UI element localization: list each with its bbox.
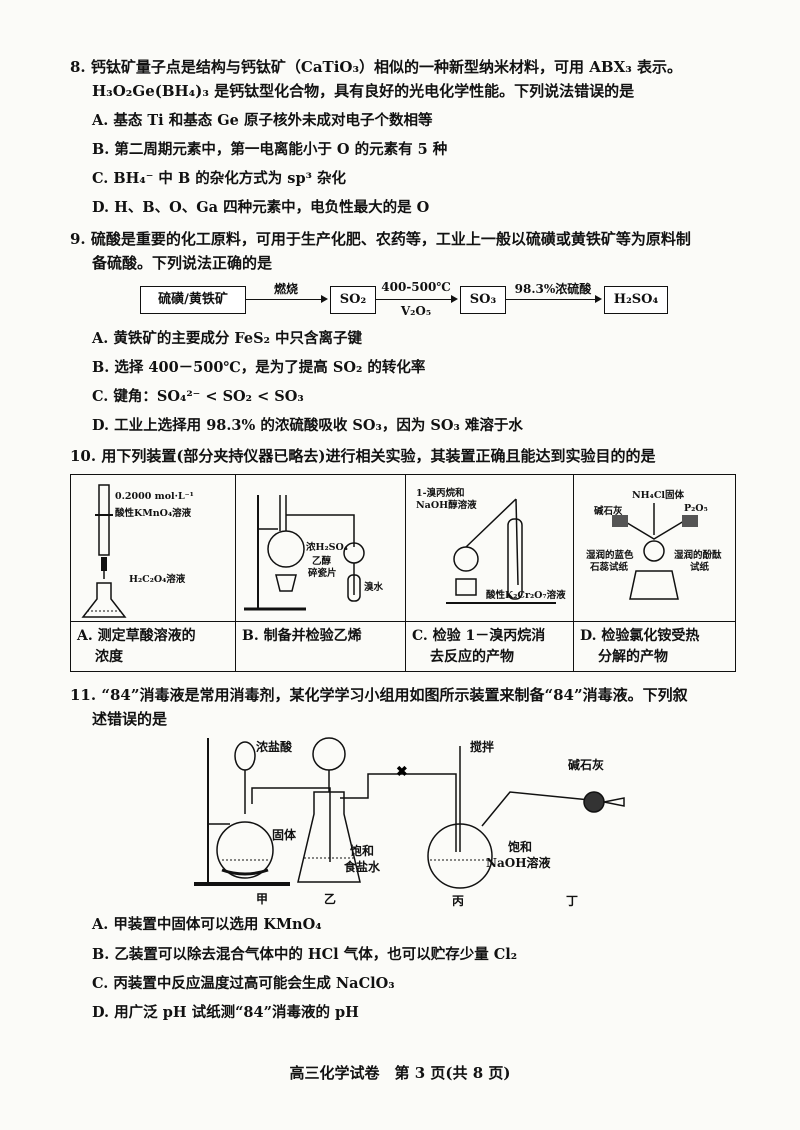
label-stir: 搅拌 (470, 740, 495, 754)
q8-stem-line2: H₃O₂Ge(BH₄)₃ 是钙钛型化合物，具有良好的光电化学性能。下列说法错误的… (92, 82, 635, 100)
flow-arrow-2-condition: 400-500℃ (381, 280, 451, 294)
q8-stem-line1: 8. 钙钛矿量子点是结构与钙钛矿（CaTiO₃）相似的一种新型纳米材料，可用 A… (70, 58, 683, 76)
caption-b-line1: B. 制备并检验乙烯 (242, 628, 362, 644)
q8-option-a: A. 基态 Ti 和基态 Ge 原子核外未成对电子个数相等 (92, 112, 433, 129)
q10-stem: 10. 用下列装置(部分夹持仪器已略去)进行相关实验，其装置正确且能达到实验目的… (70, 447, 656, 465)
caption-a-line2: 浓度 (95, 649, 123, 665)
bleach-apparatus: ✖ 浓盐酸 固体 饱和 食盐水 搅拌 饱和 NaOH溶液 碱石灰 甲 乙 丙 丁 (190, 732, 630, 912)
q8-option-b: B. 第二周期元素中，第一电离能小于 O 的元素有 5 种 (92, 141, 448, 158)
q11-option-b: B. 乙装置可以除去混合气体中的 HCl 气体，也可以贮存少量 Cl₂ (92, 946, 518, 963)
flow-box-raw-material: 硫磺/黄铁矿 (140, 286, 246, 314)
label-p2o5: P₂O₅ (684, 503, 708, 514)
flow-arrow-2-catalyst: V₂O₅ (400, 304, 432, 318)
apparatus-a: 0.2000 mol·L⁻¹ 酸性KMnO₄溶液 H₂C₂O₄溶液 (71, 475, 236, 621)
label-brine-2: 食盐水 (344, 860, 381, 874)
flow-arrow-1 (246, 295, 328, 303)
q9-option-c: C. 键角：SO₄²⁻ < SO₂ < SO₃ (92, 388, 304, 405)
apparatus-c: 1-溴丙烷和 NaOH醇溶液 酸性K₂Cr₂O₇溶液 (406, 475, 574, 621)
label-soda-lime: 碱石灰 (568, 758, 605, 772)
ammonium-chloride-diagram (612, 503, 698, 600)
elimination-diagram (446, 498, 556, 604)
q11-stem-line2: 述错误的是 (92, 710, 168, 728)
q11-option-a: A. 甲装置中固体可以选用 KMnO₄ (92, 916, 322, 933)
flow-box-so2: SO₂ (330, 286, 376, 314)
flow-arrow-3-label: 98.3%浓硫酸 (514, 282, 592, 296)
q8-option-c: C. BH₄⁻ 中 B 的杂化方式为 sp³ 杂化 (92, 170, 346, 187)
label-soda-lime: 碱石灰 (594, 506, 623, 517)
caption-c-line1: C. 检验 1－溴丙烷消 (412, 628, 546, 644)
caption-c: C. 检验 1－溴丙烷消 去反应的产物 (406, 621, 574, 671)
q11-option-d: D. 用广泛 pH 试纸测“84”消毒液的 pH (92, 1004, 359, 1021)
label-bromine-water: 溴水 (364, 582, 384, 593)
q9-option-d: D. 工业上选择用 98.3% 的浓硫酸吸收 SO₃，因为 SO₃ 难溶于水 (92, 417, 523, 434)
caption-d-line2: 分解的产物 (598, 649, 668, 665)
q9-stem-line1: 9. 硫酸是重要的化工原料，可用于生产化肥、农药等，工业上一般以硫磺或黄铁矿等为… (70, 230, 691, 248)
label-phenol-2: 试纸 (690, 562, 710, 573)
caption-c-line2: 去反应的产物 (430, 649, 514, 665)
apparatus-b: 浓H₂SO₄ 乙醇 碎瓷片 溴水 (236, 475, 406, 621)
q10-apparatus-table: 0.2000 mol·L⁻¹ 酸性KMnO₄溶液 H₂C₂O₄溶液 A. 测定草… (70, 474, 736, 672)
label-conc-hcl: 浓盐酸 (256, 740, 293, 754)
sulfuric-acid-flowchart: 硫磺/黄铁矿 燃烧 SO₂ 400-500℃ V₂O₅ SO₃ 98.3%浓硫酸… (140, 280, 700, 332)
label-brine-1: 饱和 (350, 844, 375, 858)
ethylene-diagram (244, 495, 365, 611)
flow-arrow-1-label: 燃烧 (273, 282, 298, 296)
label-phenol-1: 湿润的酚酞 (674, 550, 722, 561)
label-naoh-1: 饱和 (508, 840, 533, 854)
label-kmno4: 酸性KMnO₄溶液 (115, 508, 192, 519)
label-jia: 甲 (256, 892, 269, 906)
flow-arrow-3 (506, 295, 602, 303)
label-naoh-2: NaOH溶液 (486, 856, 551, 870)
q9-option-a: A. 黄铁矿的主要成分 FeS₂ 中只含离子键 (92, 330, 362, 347)
label-chips: 碎瓷片 (308, 568, 337, 579)
label-yi: 乙 (324, 892, 337, 906)
flow-arrow-2 (376, 295, 458, 303)
label-bing: 丙 (452, 894, 465, 908)
caption-b: B. 制备并检验乙烯 (236, 621, 406, 671)
label-blue-litmus-1: 湿润的蓝色 (586, 550, 634, 561)
page-footer: 高三化学试卷 第 3 页(共 8 页) (289, 1064, 511, 1082)
bleach-apparatus-diagram: ✖ (194, 737, 625, 889)
label-blue-litmus-2: 石蕊试纸 (590, 562, 629, 573)
label-ding: 丁 (566, 894, 579, 908)
caption-a: A. 测定草酸溶液的 浓度 (71, 621, 236, 671)
caption-d-line1: D. 检验氯化铵受热 (580, 628, 700, 644)
q11-option-c: C. 丙装置中反应温度过高可能会生成 NaClO₃ (92, 975, 395, 992)
label-h2so4: 浓H₂SO₄ (306, 542, 348, 553)
titration-diagram (81, 484, 127, 618)
q9-option-b: B. 选择 400－500℃，是为了提高 SO₂ 的转化率 (92, 359, 426, 376)
caption-a-line1: A. 测定草酸溶液的 (77, 628, 196, 644)
label-bromopropane: 1-溴丙烷和 (416, 488, 465, 499)
label-naoh-alcohol: NaOH醇溶液 (416, 500, 477, 511)
flow-box-h2so4: H₂SO₄ (604, 286, 668, 314)
label-solid: 固体 (272, 828, 297, 842)
label-nh4cl: NH₄Cl固体 (632, 490, 684, 501)
label-ethanol: 乙醇 (312, 556, 332, 567)
label-kmno4-conc: 0.2000 mol·L⁻¹ (115, 491, 194, 502)
apparatus-d: NH₄Cl固体 碱石灰 P₂O₅ 湿润的蓝色 石蕊试纸 湿润的酚酞 试纸 (574, 475, 735, 621)
q11-stem-line1: 11. “84”消毒液是常用消毒剂，某化学学习小组用如图所示装置来制备“84”消… (70, 686, 688, 704)
flow-box-so3: SO₃ (460, 286, 506, 314)
caption-d: D. 检验氯化铵受热 分解的产物 (574, 621, 735, 671)
label-dichromate: 酸性K₂Cr₂O₇溶液 (486, 590, 566, 601)
q9-stem-line2: 备硫酸。下列说法正确的是 (92, 254, 273, 272)
label-oxalic: H₂C₂O₄溶液 (129, 574, 186, 585)
svg-text:✖: ✖ (396, 764, 408, 780)
q8-option-d: D. H、B、O、Ga 四种元素中，电负性最大的是 O (92, 199, 430, 216)
